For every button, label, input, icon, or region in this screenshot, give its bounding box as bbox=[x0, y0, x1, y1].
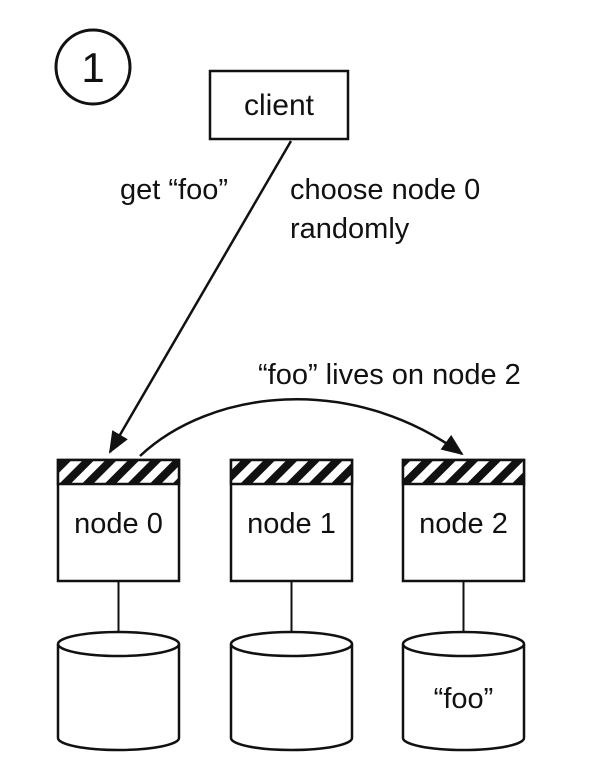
storage-2-body bbox=[401, 644, 526, 752]
request-note-line1: choose node 0 bbox=[290, 174, 480, 206]
client-box: client bbox=[208, 69, 350, 141]
step-number: 1 bbox=[81, 44, 104, 91]
client-label: client bbox=[244, 89, 315, 122]
storage-1-body bbox=[229, 644, 354, 752]
node-1-stripe-band bbox=[229, 458, 354, 486]
node-2-stripe-band bbox=[401, 458, 526, 486]
storage-2: “foo” bbox=[401, 630, 526, 752]
request-arrow bbox=[108, 140, 293, 454]
node-2-label: node 2 bbox=[419, 508, 508, 540]
forward-arrow bbox=[139, 398, 464, 457]
node-2: node 2 bbox=[401, 458, 526, 583]
request-note-line2: randomly bbox=[290, 213, 410, 245]
storage-0-body bbox=[56, 644, 181, 752]
forward-label: “foo” lives on node 2 bbox=[258, 359, 521, 391]
storage-1-top bbox=[229, 630, 354, 658]
storage-0-top bbox=[56, 630, 181, 658]
request-label: get “foo” bbox=[120, 174, 228, 206]
storage-2-top bbox=[401, 630, 526, 658]
storage-0 bbox=[56, 630, 181, 752]
node-1-label: node 1 bbox=[247, 508, 336, 540]
client-frame bbox=[208, 69, 350, 141]
storage-1 bbox=[229, 630, 354, 752]
node-0: node 0 bbox=[56, 458, 181, 583]
node-0-label: node 0 bbox=[74, 508, 163, 540]
node-1: node 1 bbox=[229, 458, 354, 583]
storage-2-content: “foo” bbox=[434, 683, 494, 715]
step-circle bbox=[54, 28, 132, 106]
node-0-stripe-band bbox=[56, 458, 181, 486]
step-badge: 1 bbox=[54, 28, 132, 106]
